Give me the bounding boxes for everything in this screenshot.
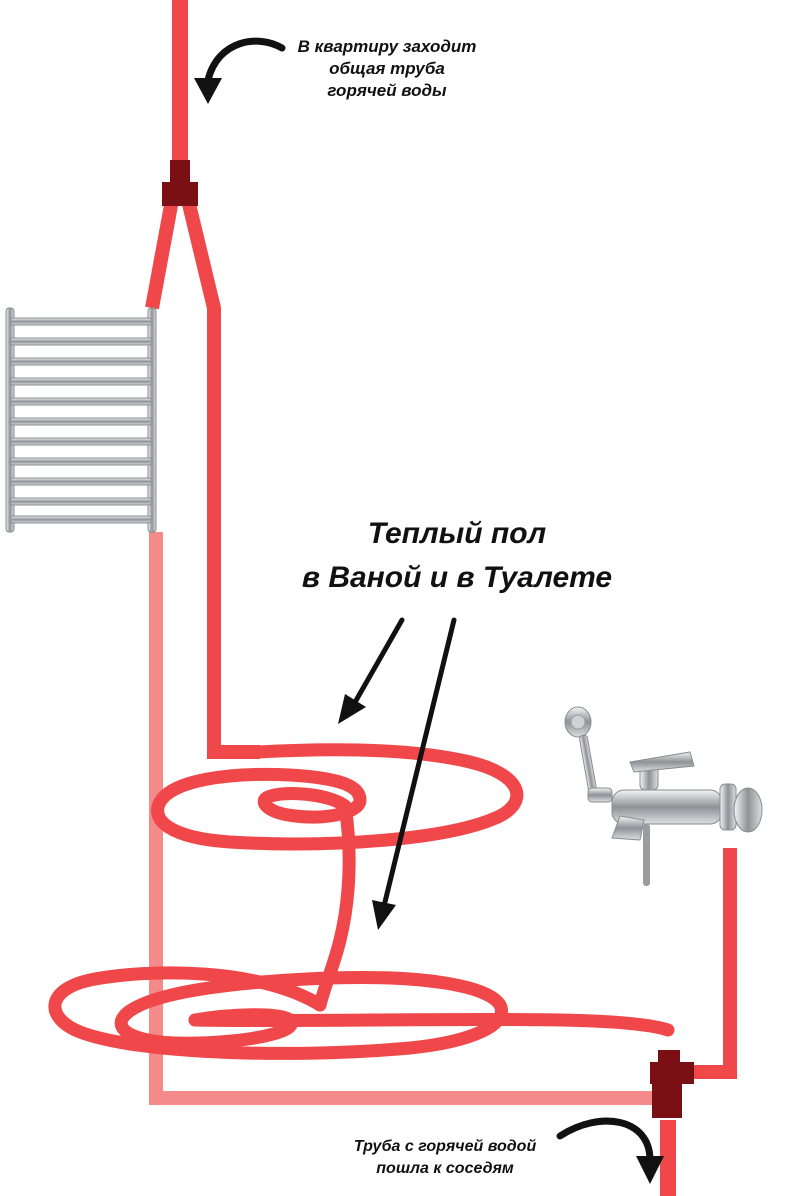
straight-arrow-icon	[351, 617, 405, 707]
curved-arrow-icon	[556, 1117, 654, 1164]
towel-rail-supply-pipe	[145, 198, 179, 310]
floor-heating-title-line: в Ваной и в Туалете	[301, 561, 613, 594]
inlet-note-line: В квартиру заходит	[297, 37, 477, 56]
top-tee-fitting	[162, 160, 198, 206]
inlet-note-line: общая труба	[329, 59, 445, 78]
floor-supply-pipe	[181, 198, 260, 759]
lower-floor-coil	[48, 966, 675, 1060]
straight-arrow-head	[372, 900, 396, 930]
floor-heating-title: Теплый пол в Ваной и в Туалете	[262, 512, 652, 600]
shower-supply-pipe	[690, 848, 737, 1079]
return-pipe	[149, 532, 660, 1105]
outlet-note: Труба с горячей водой пошла к соседям	[330, 1136, 560, 1180]
outlet-note-line: пошла к соседям	[376, 1160, 514, 1177]
inlet-note: В квартиру заходит общая труба горячей в…	[282, 36, 492, 102]
floor-heating-title-line: Теплый пол	[367, 517, 547, 550]
curved-arrow-icon	[204, 37, 286, 84]
curved-arrow-head	[194, 78, 222, 104]
towel-rail-icon	[5, 307, 157, 533]
shower-mixer-icon	[564, 706, 763, 886]
outlet-note-line: Труба с горячей водой	[353, 1138, 537, 1155]
straight-arrow-icon	[381, 617, 457, 909]
inlet-note-line: горячей воды	[327, 81, 447, 100]
curved-arrow-head	[636, 1156, 664, 1184]
upper-floor-coil	[151, 743, 524, 1012]
straight-arrow-head	[338, 694, 366, 724]
bottom-tee-fitting	[650, 1050, 694, 1118]
